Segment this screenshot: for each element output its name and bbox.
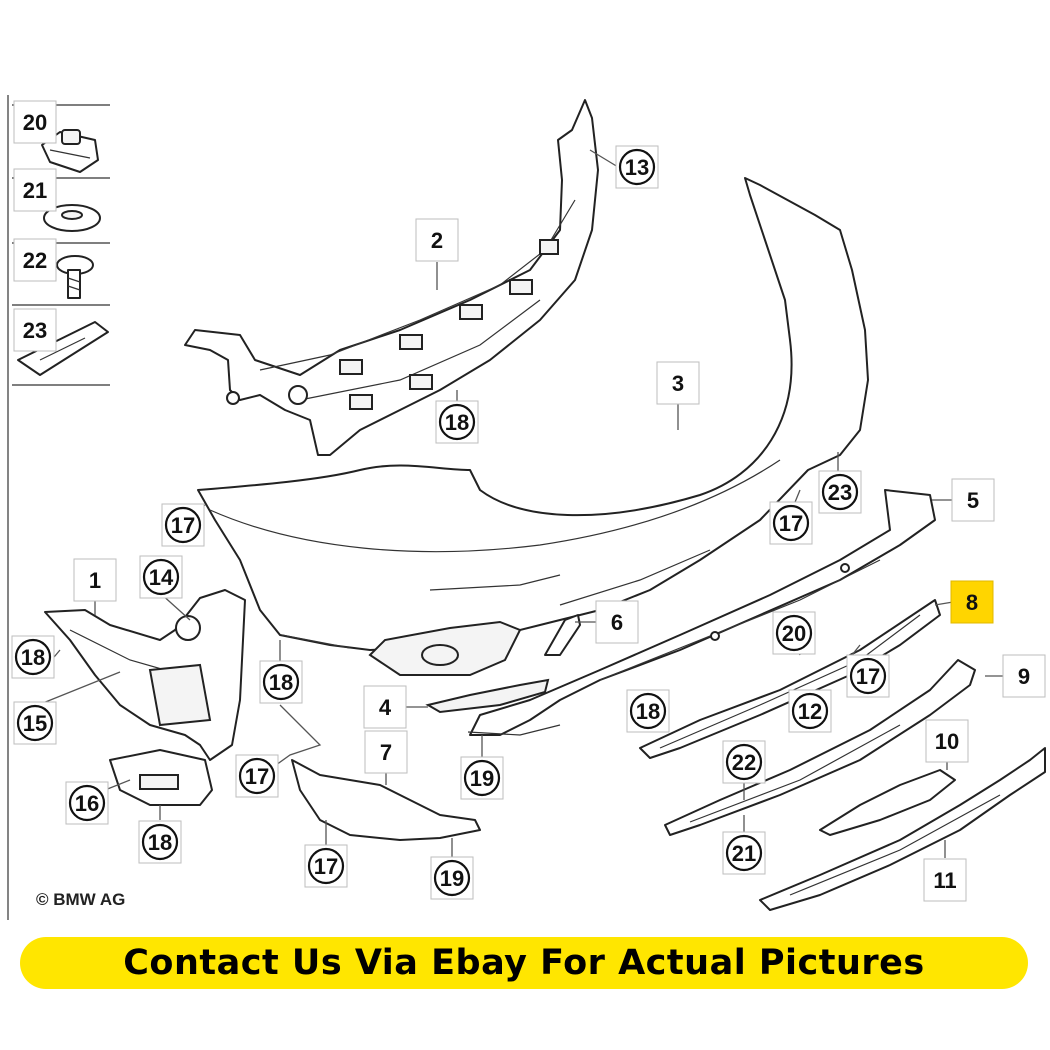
diffuser-part-5 (469, 489, 936, 736)
callout-1: 1 (73, 558, 117, 602)
callout-18: 18 (435, 400, 479, 444)
callout-23: 23 (13, 308, 57, 352)
callout-17: 17 (769, 501, 813, 545)
callout-number: 6 (611, 610, 623, 635)
callout-22: 22 (13, 238, 57, 282)
callout-23: 23 (818, 470, 862, 514)
callout-number: 14 (149, 565, 174, 590)
callout-18: 18 (626, 689, 670, 733)
callout-number: 20 (782, 621, 806, 646)
callout-15: 15 (13, 701, 57, 745)
contact-banner-text: Contact Us Via Ebay For Actual Pictures (123, 943, 925, 983)
callout-number: 20 (23, 110, 47, 135)
callout-18: 18 (138, 820, 182, 864)
callout-20: 20 (772, 611, 816, 655)
callout-number: 23 (828, 480, 852, 505)
bracket-part-6 (544, 614, 581, 656)
callout-number: 18 (21, 645, 45, 670)
screw-part-22 (56, 255, 94, 299)
callout-number: 23 (23, 318, 47, 343)
side-bracket-part-1 (44, 589, 246, 806)
callout-5: 5 (951, 478, 995, 522)
trim-strip-part-12 (639, 599, 941, 759)
callout-17: 17 (161, 503, 205, 547)
callout-number: 16 (75, 791, 99, 816)
callout-number: 7 (380, 740, 392, 765)
callout-13: 13 (615, 145, 659, 189)
trim-strip-part-9 (664, 659, 976, 836)
callout-number: 18 (445, 410, 469, 435)
callout-number: 2 (431, 228, 443, 253)
callout-number: 3 (672, 371, 684, 396)
callout-number: 19 (440, 866, 464, 891)
bumper-carrier-part-2 (184, 99, 599, 456)
callout-4: 4 (363, 685, 407, 729)
callout-number: 13 (625, 155, 649, 180)
small-parts-column (7, 95, 110, 920)
callout-number: 17 (245, 764, 269, 789)
callout-10: 10 (925, 719, 969, 763)
washer-part-21 (43, 204, 101, 232)
contact-banner: Contact Us Via Ebay For Actual Pictures (20, 937, 1028, 989)
callout-number: 17 (856, 664, 880, 689)
reflector-part-4 (425, 678, 550, 714)
callout-20: 20 (13, 100, 57, 144)
callout-8: 8 (950, 580, 994, 624)
callout-number: 1 (89, 568, 101, 593)
callout-2: 2 (415, 218, 459, 262)
callout-number: 5 (967, 488, 979, 513)
callout-3: 3 (656, 361, 700, 405)
callout-11: 11 (923, 858, 967, 902)
callout-number: 18 (269, 670, 293, 695)
callout-19: 19 (430, 856, 474, 900)
edge-trim-part-19 (467, 724, 561, 736)
callout-number: 22 (732, 750, 756, 775)
callout-number: 18 (636, 699, 660, 724)
callout-12: 12 (788, 689, 832, 733)
callout-14: 14 (139, 555, 183, 599)
callout-18: 18 (259, 660, 303, 704)
callout-number: 8 (966, 590, 978, 615)
callout-18: 18 (11, 635, 55, 679)
callout-number: 17 (779, 511, 803, 536)
callout-19: 19 (460, 756, 504, 800)
callout-number: 18 (148, 830, 172, 855)
callout-number: 10 (935, 729, 959, 754)
callout-number: 15 (23, 711, 47, 736)
callout-number: 21 (23, 178, 47, 203)
callout-16: 16 (65, 781, 109, 825)
callout-9: 9 (1002, 654, 1046, 698)
callout-21: 21 (13, 168, 57, 212)
callout-17: 17 (846, 654, 890, 698)
callout-number: 19 (470, 766, 494, 791)
trim-strip-part-11 (759, 747, 1046, 911)
callout-number: 17 (171, 513, 195, 538)
callout-7: 7 (364, 730, 408, 774)
callout-number: 17 (314, 854, 338, 879)
copyright-text: © BMW AG (36, 890, 126, 909)
callout-number: 21 (732, 841, 756, 866)
callout-number: 4 (379, 695, 392, 720)
callout-number: 9 (1018, 664, 1030, 689)
callout-21: 21 (722, 831, 766, 875)
callout-number: 12 (798, 699, 822, 724)
callout-17: 17 (304, 844, 348, 888)
bracket-part-23 (17, 321, 109, 376)
callout-number: 22 (23, 248, 47, 273)
callout-number: 11 (933, 868, 956, 893)
callout-22: 22 (722, 740, 766, 784)
callout-17: 17 (235, 754, 279, 798)
trim-strip-part-10 (819, 769, 956, 836)
lower-trim-part-7 (291, 759, 481, 841)
callout-6: 6 (595, 600, 639, 644)
bumper-cover-part-3 (197, 177, 869, 676)
leader-lines (37, 149, 1006, 858)
